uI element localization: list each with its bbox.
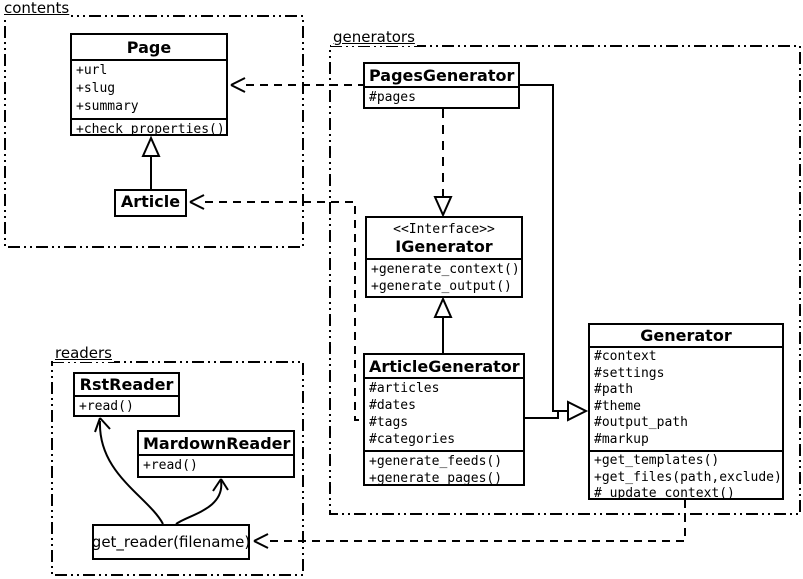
- class-markdownreader: MardownReader +read(): [137, 430, 295, 478]
- method: +get_files(path,exclude): [594, 469, 782, 485]
- class-rstreader-name: RstReader: [79, 375, 174, 394]
- class-igenerator-header: <<Interface>> IGenerator: [367, 218, 521, 258]
- attribute: #markup: [594, 431, 649, 447]
- attribute: #categories: [369, 432, 456, 447]
- package-border-generators: [329, 45, 801, 515]
- attribute: #articles: [369, 381, 440, 396]
- attribute: +url: [76, 63, 108, 78]
- method: +generate_pages(): [369, 471, 503, 486]
- class-generator: Generator #context #settings #path #them…: [588, 323, 784, 500]
- arrowhead-page: [230, 77, 246, 93]
- edge-generator-to-getreader: [269, 500, 686, 542]
- class-page-attributes: +url +slug +summary: [72, 59, 226, 118]
- class-rstreader: RstReader +read(): [73, 372, 180, 417]
- package-border-readers: [51, 361, 304, 576]
- class-articlegenerator-name: ArticleGenerator: [369, 357, 520, 376]
- class-articlegenerator-methods: +generate_feeds() +generate_pages(): [365, 450, 523, 486]
- edge-articlegenerator-to-generator: [525, 411, 559, 419]
- inheritance-triangle-generator: [567, 400, 589, 422]
- class-rstreader-methods: +read(): [75, 395, 178, 415]
- function-get-reader-label: get_reader(filename): [91, 533, 251, 551]
- arrowhead-article: [189, 194, 205, 210]
- class-igenerator: <<Interface>> IGenerator +generate_conte…: [365, 216, 523, 298]
- class-pagesgenerator-attributes: #pages: [365, 86, 518, 107]
- arrowhead-markdownreader: [212, 478, 229, 492]
- edge-getreader-to-markdownreader: [175, 480, 223, 525]
- realization-triangle-igenerator: [433, 196, 453, 218]
- attribute: #context: [594, 349, 657, 364]
- class-igenerator-stereotype: <<Interface>>: [393, 222, 495, 237]
- method: +get_templates(): [594, 453, 720, 468]
- class-markdownreader-name: MardownReader: [143, 434, 291, 453]
- package-label-generators: generators: [331, 28, 417, 46]
- class-article-name: Article: [120, 192, 181, 211]
- class-page-name: Page: [126, 38, 172, 57]
- class-markdownreader-methods: +read(): [139, 454, 293, 476]
- attribute: #tags: [369, 415, 409, 430]
- attribute: +slug: [76, 81, 116, 96]
- class-page: Page +url +slug +summary +check_properti…: [70, 33, 228, 136]
- inheritance-triangle-page: [141, 135, 161, 157]
- package-label-readers: readers: [53, 344, 114, 362]
- class-article: Article: [114, 189, 187, 217]
- edge-pagesgenerator-to-generator: [520, 84, 568, 412]
- method: +generate_context(): [371, 262, 520, 277]
- arrowhead-rstreader: [94, 417, 111, 433]
- class-page-methods: +check_properties(): [72, 118, 226, 136]
- class-igenerator-name: IGenerator: [395, 237, 493, 256]
- function-get-reader: get_reader(filename): [92, 524, 250, 560]
- inheritance-triangle-igenerator: [433, 296, 453, 318]
- class-generator-name: Generator: [640, 326, 732, 345]
- class-generator-methods: +get_templates() +get_files(path,exclude…: [590, 450, 782, 500]
- class-articlegenerator: ArticleGenerator #articles #dates #tags …: [363, 353, 525, 486]
- attribute: #path: [594, 382, 634, 397]
- attribute: #pages: [369, 90, 416, 105]
- edge-getreader-to-rstreader: [98, 420, 164, 525]
- method: #_update_context(): [594, 486, 735, 500]
- method: +read(): [143, 458, 198, 473]
- attribute: +summary: [76, 99, 139, 114]
- class-generator-attributes: #context #settings #path #theme #output_…: [590, 346, 782, 450]
- attribute: #theme: [594, 398, 641, 414]
- package-border-contents: [4, 15, 304, 248]
- class-pagesgenerator-name: PagesGenerator: [369, 66, 515, 85]
- method: +generate_feeds(): [369, 454, 503, 469]
- edge-articlegenerator-to-article: [205, 201, 363, 421]
- package-label-contents: contents: [2, 0, 72, 17]
- method: +generate_output(): [371, 279, 512, 294]
- attribute: #settings: [594, 365, 665, 381]
- attribute: #output_path: [594, 415, 688, 430]
- attribute: #dates: [369, 398, 416, 413]
- class-pagesgenerator: PagesGenerator #pages: [363, 62, 520, 109]
- method: +read(): [79, 399, 134, 414]
- class-articlegenerator-attributes: #articles #dates #tags #categories: [365, 377, 523, 450]
- method: +check_properties(): [76, 122, 225, 136]
- class-igenerator-methods: +generate_context() +generate_output(): [367, 258, 521, 296]
- arrowhead-getreader: [253, 533, 269, 549]
